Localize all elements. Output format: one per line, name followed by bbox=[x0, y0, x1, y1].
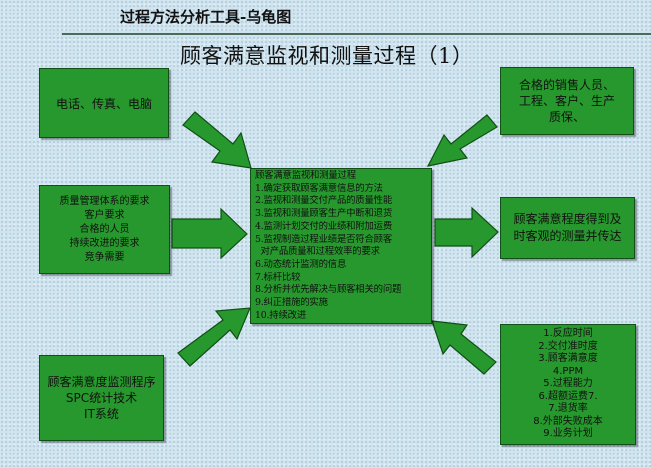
output-line: 顾客满意程度得到及 bbox=[513, 212, 622, 226]
arrow-inputs-to-process bbox=[171, 207, 248, 260]
process-step: 6.动态统计监测的信息 bbox=[255, 258, 347, 270]
method-line: IT系统 bbox=[84, 407, 119, 421]
methods-box: 顾客满意度监测程序 SPC统计技术 IT系统 bbox=[39, 355, 164, 441]
arrow-devices-to-process bbox=[182, 111, 252, 169]
process-step: 10.持续改进 bbox=[255, 309, 307, 321]
tool-title: 过程方法分析工具-乌龟图 bbox=[120, 8, 292, 26]
metric-line: 9.业务计划 bbox=[543, 428, 593, 440]
metric-line: 1.反应时间 bbox=[543, 328, 593, 340]
process-step: 2.监视和测量交付产品的质量性能 bbox=[255, 195, 392, 207]
personnel-line: 工程、客户、生产 bbox=[518, 94, 615, 108]
process-step: 5.监视制造过程业绩是否符合顾客 bbox=[255, 233, 392, 245]
process-step: 9.纠正措施的实施 bbox=[255, 297, 328, 309]
input-line: 质量管理体系的要求 bbox=[59, 195, 150, 207]
process-step: 8.分析并优先解决与顾客相关的问题 bbox=[255, 284, 402, 296]
resources-text: 电话、传真、电脑 bbox=[55, 96, 152, 111]
process-step: 7.标杆比较 bbox=[255, 271, 301, 283]
input-line: 持续改进的要求 bbox=[69, 237, 140, 249]
inputs-box: 质量管理体系的要求 客户要求 合格的人员 持续改进的要求 竞争需要 bbox=[39, 185, 170, 274]
process-box: 顾客满意监视和测量过程 1.确定获取顾客满意信息的方法 2.监视和测量交付产品的… bbox=[250, 168, 432, 324]
input-line: 合格的人员 bbox=[79, 223, 130, 235]
personnel-box: 合格的销售人员、 工程、客户、生产 质保、 bbox=[500, 67, 634, 135]
process-step: 4.监测计划交付的业绩和附加运费 bbox=[255, 220, 392, 232]
output-line: 时客观的测量并传达 bbox=[513, 229, 622, 243]
page-title: 顾客满意监视和测量过程（1） bbox=[180, 44, 474, 68]
metrics-box: 1.反应时间 2.交付准时度 3.顾客满意度 4.PPM 5.过程能力 6.超额… bbox=[500, 324, 636, 445]
process-step: 对产品质量和过程效率的要求 bbox=[255, 246, 380, 258]
metric-line: 8.外部失败成本 bbox=[533, 415, 603, 427]
metric-line: 7.退货率 bbox=[548, 403, 588, 415]
process-step: 1.确定获取顾客满意信息的方法 bbox=[255, 182, 383, 194]
metric-line: 5.过程能力 bbox=[543, 378, 593, 390]
arrow-procedures-to-process bbox=[177, 307, 251, 367]
arrow-metrics-to-process bbox=[431, 320, 497, 375]
process-step: 3.监视和测量顾客生产中断和退货 bbox=[255, 208, 392, 220]
arrow-personnel-to-process bbox=[426, 114, 498, 167]
resources-box: 电话、传真、电脑 bbox=[39, 68, 169, 138]
header-divider bbox=[62, 33, 651, 35]
metric-line: 2.交付准时度 bbox=[538, 340, 598, 352]
input-line: 竞争需要 bbox=[84, 251, 125, 263]
metric-line: 4.PPM bbox=[552, 365, 584, 377]
metric-line: 6.超额运费7. bbox=[538, 390, 598, 402]
personnel-line: 质保、 bbox=[548, 110, 585, 124]
process-title: 顾客满意监视和测量过程 bbox=[255, 170, 356, 181]
method-line: SPC统计技术 bbox=[65, 391, 138, 405]
personnel-line: 合格的销售人员、 bbox=[518, 78, 615, 92]
outputs-box: 顾客满意程度得到及 时客观的测量并传达 bbox=[500, 197, 635, 259]
method-line: 顾客满意度监测程序 bbox=[47, 375, 156, 389]
arrow-process-to-output bbox=[434, 206, 499, 259]
metric-line: 3.顾客满意度 bbox=[538, 353, 598, 365]
input-line: 客户要求 bbox=[84, 209, 125, 221]
